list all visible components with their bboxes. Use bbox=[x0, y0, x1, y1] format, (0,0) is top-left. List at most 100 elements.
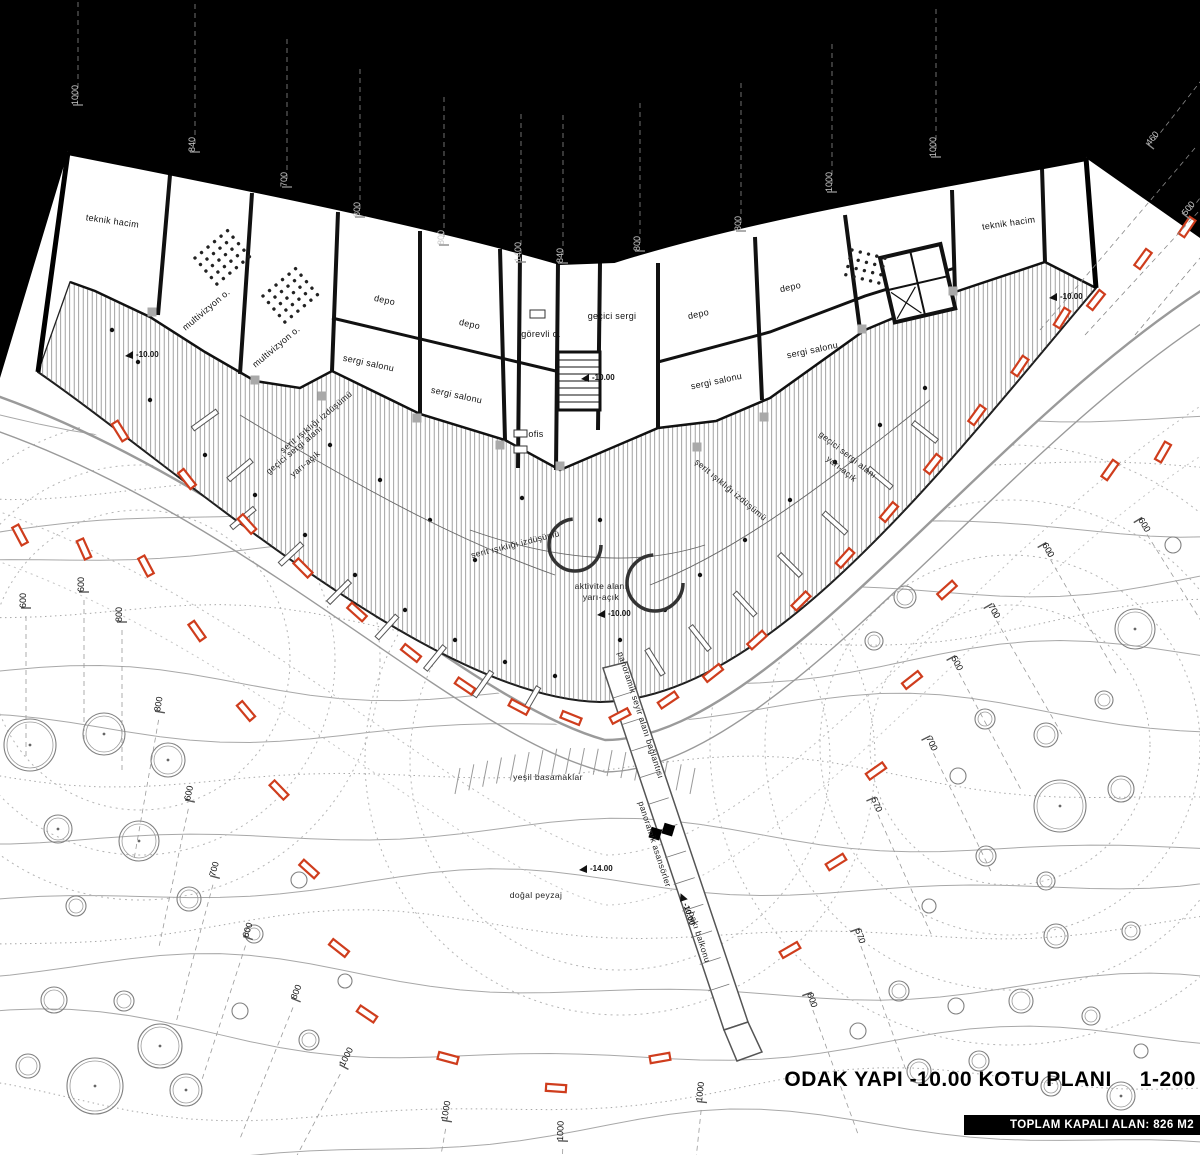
area-label: doğal peyzaj bbox=[510, 890, 563, 900]
dimension-leader bbox=[133, 719, 160, 860]
seat-dot bbox=[277, 313, 282, 318]
column-dot bbox=[202, 452, 208, 458]
seating-grid bbox=[193, 228, 252, 286]
tree-icon bbox=[301, 1032, 317, 1048]
dimension-leader bbox=[857, 937, 907, 1072]
seat-dot bbox=[298, 285, 302, 289]
seat-dot bbox=[230, 247, 234, 251]
step-tick bbox=[482, 760, 489, 787]
seat-dot bbox=[234, 265, 239, 270]
step-tick bbox=[675, 764, 682, 791]
door-marker bbox=[759, 412, 769, 422]
seat-dot bbox=[218, 246, 222, 250]
plaza-furniture bbox=[109, 327, 940, 715]
seat-dot bbox=[193, 256, 197, 260]
seat-dot bbox=[315, 293, 320, 297]
red-marker bbox=[110, 419, 130, 443]
seat-dot bbox=[221, 276, 226, 281]
dimension-leader bbox=[158, 808, 189, 948]
column-dot bbox=[617, 637, 623, 643]
tree-icon bbox=[1008, 988, 1034, 1014]
tree-icon bbox=[1106, 1081, 1136, 1111]
dimension-label: 1000 bbox=[439, 1100, 452, 1121]
elevation-label: -10.00 bbox=[1049, 292, 1083, 301]
dimension-leader bbox=[1045, 551, 1118, 676]
seat-dot bbox=[309, 298, 313, 302]
red-marker bbox=[966, 403, 988, 427]
dimension-tick bbox=[1145, 142, 1155, 150]
column-dot bbox=[787, 497, 793, 503]
elevation-flag-icon bbox=[579, 865, 587, 873]
seat-dot bbox=[864, 260, 869, 265]
seat-dot bbox=[228, 271, 232, 275]
seat-dot bbox=[247, 255, 252, 259]
walkway-tick bbox=[639, 770, 661, 779]
red-marker bbox=[1176, 215, 1198, 239]
seat-dot bbox=[866, 252, 871, 256]
tree-icon bbox=[1033, 722, 1059, 748]
red-marker bbox=[745, 629, 769, 651]
tree-icon bbox=[1109, 1084, 1133, 1108]
display-panel bbox=[471, 669, 495, 699]
tree-icon bbox=[66, 1057, 124, 1115]
tree-icon bbox=[1011, 991, 1031, 1011]
elevation-value: -10.00 bbox=[136, 350, 159, 359]
seat-dot bbox=[846, 264, 850, 269]
seat-dot bbox=[877, 281, 881, 285]
tree-icon bbox=[121, 823, 157, 859]
column-dot bbox=[519, 495, 525, 501]
door-marker bbox=[857, 324, 867, 334]
door-marker bbox=[948, 286, 958, 296]
room-label: depo bbox=[373, 293, 396, 307]
walkway-tick bbox=[673, 877, 695, 885]
red-marker bbox=[834, 546, 856, 570]
seat-dot bbox=[303, 291, 308, 296]
office-desks bbox=[513, 309, 546, 454]
red-marker bbox=[864, 760, 888, 782]
tree-icon bbox=[65, 895, 87, 917]
dimension-leader bbox=[873, 806, 933, 937]
seat-dot bbox=[881, 264, 885, 269]
tree-icon bbox=[1040, 1075, 1062, 1097]
tree-icon bbox=[896, 588, 914, 606]
dimension-leader bbox=[201, 945, 246, 1081]
red-marker bbox=[648, 1051, 672, 1065]
dotted-arc bbox=[0, 509, 291, 811]
dotted-arc bbox=[819, 554, 1200, 936]
room-label: görevli o. bbox=[521, 329, 561, 339]
seat-dot bbox=[279, 289, 284, 294]
room-label: geçici sergi bbox=[588, 311, 637, 321]
dimension-label: 1400 bbox=[513, 242, 523, 262]
red-marker bbox=[176, 467, 198, 491]
seat-dot bbox=[293, 266, 298, 271]
dimension-label: 1000 bbox=[555, 1121, 566, 1141]
outer-wall bbox=[67, 149, 1087, 266]
seat-dot bbox=[215, 282, 219, 286]
view-balcony bbox=[722, 1021, 764, 1062]
dimension-tick bbox=[1133, 516, 1143, 524]
tree-icon bbox=[1097, 693, 1111, 707]
column-dot bbox=[147, 397, 153, 403]
display-panel bbox=[644, 647, 666, 677]
seat-dot bbox=[310, 286, 314, 290]
tree-icon bbox=[1081, 1006, 1101, 1026]
tree-center-dot bbox=[1119, 1094, 1123, 1098]
seat-dot bbox=[242, 248, 246, 252]
tree-icon bbox=[949, 767, 967, 785]
seat-dot bbox=[266, 300, 271, 305]
red-section-markers bbox=[10, 215, 1198, 1094]
dimension-leader bbox=[175, 884, 214, 1022]
red-marker bbox=[1085, 288, 1107, 312]
dimension-label: 1000 bbox=[928, 137, 938, 157]
dimension-tick bbox=[1037, 541, 1047, 549]
column-dot bbox=[502, 659, 508, 665]
step-tick bbox=[620, 751, 627, 779]
tree-icon bbox=[1124, 924, 1138, 938]
seat-dot bbox=[299, 273, 303, 277]
terrain-dotted-arcs bbox=[0, 419, 1200, 1046]
skylight-strip-right bbox=[649, 399, 931, 586]
contour-line bbox=[0, 755, 1200, 798]
elevation-flag-icon bbox=[1049, 293, 1057, 301]
